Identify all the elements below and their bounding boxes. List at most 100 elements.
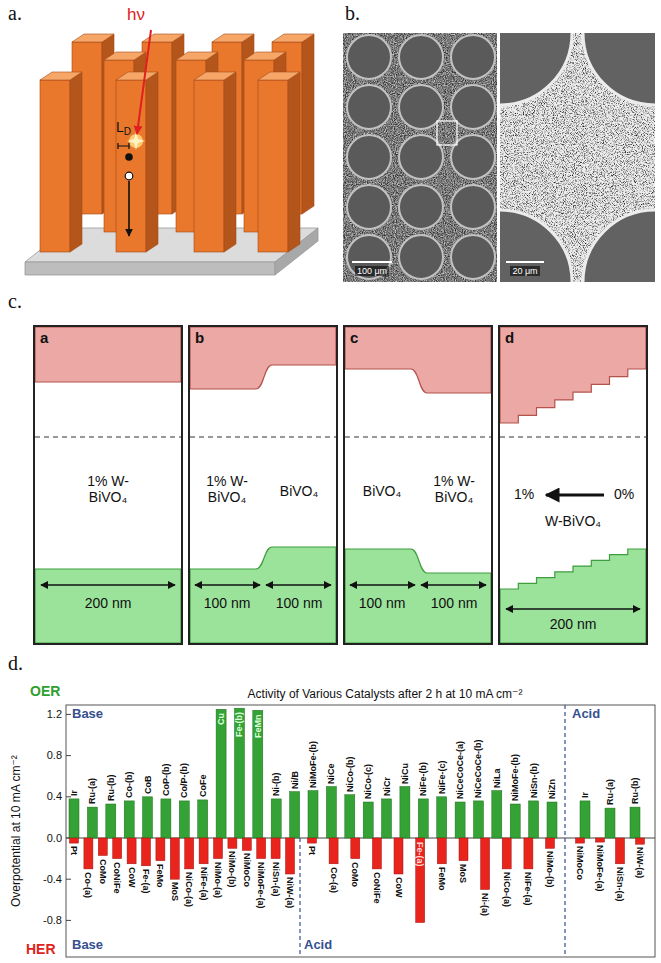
dimension-arrow [421,584,486,586]
bar-label: Co-(a) [83,872,93,898]
oer-bar [106,804,116,838]
bar-label: NiFe-(c) [437,760,447,794]
her-bar [394,838,403,874]
nanopillar-illustration [125,153,133,161]
bar-label: FeMo [155,864,165,888]
series-label: HER [26,941,56,957]
region-label: Base [72,938,103,953]
panel-letter: c. [8,290,22,313]
bar-label: NiSn-(a) [615,867,625,902]
oer-bar [437,797,447,838]
bar-label: Pt [69,846,79,855]
bar-label: NiCeCoCe-(a) [455,741,465,799]
her-bar [636,838,645,844]
dimension-arrow [41,584,175,586]
oer-bar [216,709,226,838]
bar-label: NiFe-(b) [418,762,428,796]
oer-bar [492,791,502,838]
sem-image [343,33,497,282]
oer-bar [326,787,336,839]
bar-label: NiMoFe-(a) [595,845,605,892]
nanopillar-illustration [137,30,151,134]
oer-bar [510,804,520,838]
bar-label: Fe-(b) [234,712,244,737]
fermi-level [345,436,491,437]
axis-tick-label: 0.0 [47,832,62,845]
bar-label: NiLa [492,768,502,788]
oer-bar [474,801,484,838]
her-bar [98,838,107,856]
oer-bar [271,799,281,838]
band-diagram-box: cBiVO₄1% W- BiVO₄100 nm100 nm [343,325,493,645]
chart-frame [299,838,300,957]
bar-label: NiCu [400,763,410,784]
bar-label: CoFe [198,774,208,797]
band-diagram-box: a1% W- BiVO₄200 nm [33,325,183,645]
bar-label: Ru-(b) [106,775,116,802]
oer-bar [529,801,539,838]
bar-label: NiMoCo [242,853,252,887]
oer-bar [363,802,373,838]
her-bar [416,838,425,923]
valence-band [345,549,491,643]
chart-frame [66,838,655,839]
oer-bar [345,795,355,838]
her-bar [70,838,79,843]
box-text: 100 nm [276,595,323,611]
bar-label: Co-(a) [329,867,339,893]
bar-label: NiW-(a) [635,847,645,878]
oer-bar [143,797,153,838]
sem-image [343,33,497,282]
her-bar [214,838,223,859]
box-text: 1% W- BiVO₄ [193,473,261,505]
dimension-arrow [350,584,415,586]
box-letter: b [195,329,204,346]
fermi-level [35,436,181,437]
bar-label: Ir [69,790,79,796]
bar-label: CoMo [98,859,108,884]
axis-title: Overpotential at 10 mA cm⁻² [10,755,24,907]
oer-bar [605,808,615,838]
bar-label: NiCo-(a) [184,872,194,907]
box-text: 1% W- BiVO₄ [420,473,488,505]
her-bar [228,838,237,848]
oer-bar [69,799,79,838]
her-bar [127,838,136,864]
oer-bar [547,802,557,838]
bar-label: NiMo-(b) [545,851,555,887]
conduction-band [500,327,646,423]
her-bar [437,838,446,864]
box-text: 1% [514,486,534,502]
conduction-band [190,327,336,389]
fermi-level [500,436,646,437]
her-bar [481,838,490,890]
sem-image [506,261,544,263]
bar-label: NiSn-(b) [529,763,539,798]
conduction-band [35,327,181,382]
bar-label: NiZn [547,779,557,799]
nanopillar-illustration [194,72,236,252]
her-bar [156,838,165,861]
box-text: 100 nm [204,595,251,611]
fermi-level [190,436,336,437]
oer-bar [124,801,134,838]
bar-label: CoMo [350,862,360,887]
sem-image [583,33,655,105]
bar-label: NiCo-(a) [502,872,512,907]
sem-image [343,0,661,354]
oer-bar [382,799,392,838]
box-text: 200 nm [550,616,597,632]
bar-label: NiMoCo [575,846,585,880]
oer-bar [179,801,189,838]
her-bar [459,838,468,861]
box-letter: a [40,329,48,346]
sem-image [437,121,457,145]
her-bar [351,838,360,859]
axis-tick-label: -0.8 [43,914,62,927]
her-bar [546,838,555,848]
her-bar [372,838,381,869]
nanopillar-illustration [40,72,82,252]
series-label: OER [30,683,60,699]
her-bar [286,838,295,874]
